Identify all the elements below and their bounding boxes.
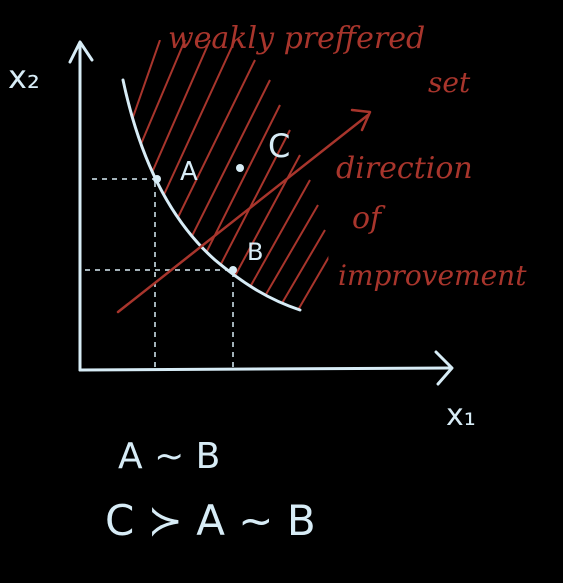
x-axis-label: x₁ (446, 398, 476, 433)
point-c-label: C (268, 127, 290, 165)
point-a-dot (153, 175, 161, 183)
y-axis-label: x₂ (8, 58, 40, 96)
direction-label-line3: improvement (338, 259, 527, 292)
axes (68, 40, 454, 386)
direction-label-line2: of (352, 201, 386, 236)
direction-label-line1: direction (336, 151, 473, 186)
y-axis-arrowhead (68, 40, 94, 64)
x-axis-arrowhead (434, 350, 454, 386)
point-a-label: A (180, 157, 198, 187)
point-b-dot (229, 266, 237, 274)
relation-c-preferred: C ≻ A ~ B (105, 496, 316, 545)
relation-a-indifferent-b: A ~ B (118, 436, 220, 477)
point-b-label: B (247, 238, 263, 266)
direction-arrow (116, 108, 372, 314)
guide-lines (85, 178, 234, 368)
point-c-dot (236, 164, 244, 172)
x-axis (78, 366, 452, 372)
weakly-preferred-label-line1: weakly preffered (168, 21, 425, 56)
weakly-preferred-label-line2: set (428, 66, 471, 99)
